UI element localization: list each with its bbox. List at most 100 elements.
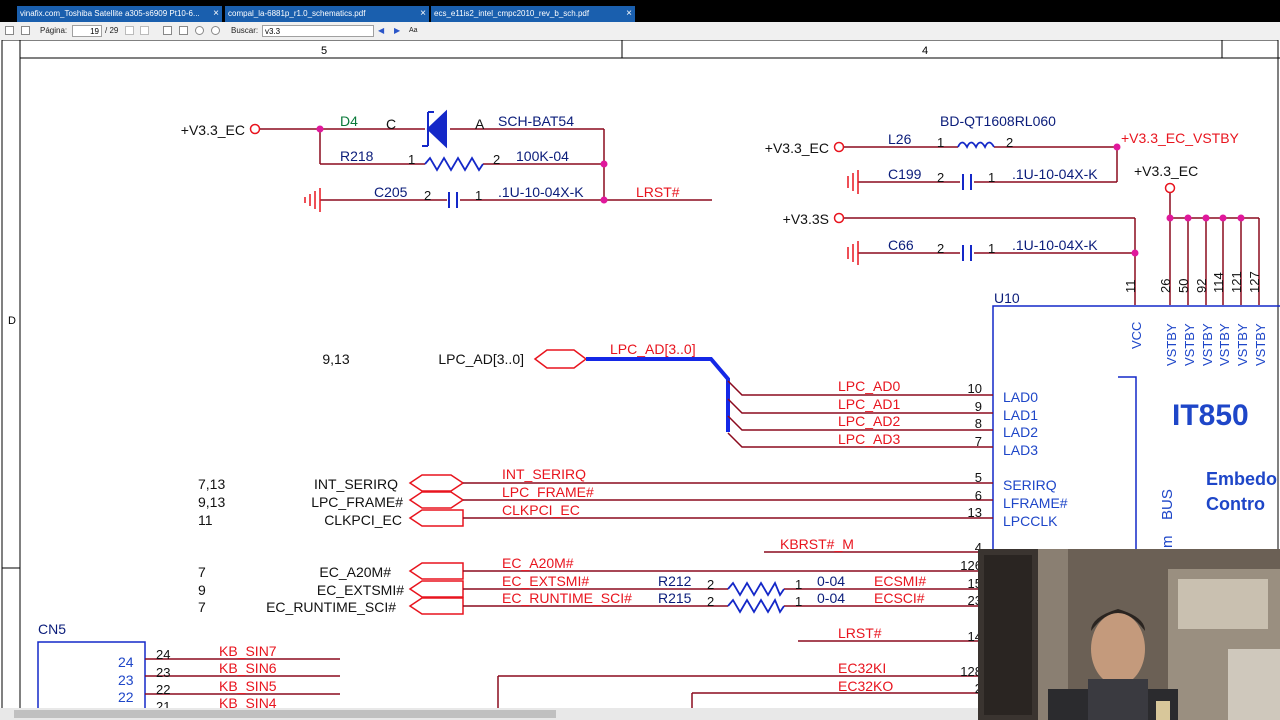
cn5-connector: CN5 24 23 22 21 24 23 22 21 KB_SIN7 KB_S… (37, 621, 340, 720)
tab-ecs-pdf[interactable]: ecs_e11is2_intel_cmpc2010_rev_b_sch.pdf … (431, 6, 635, 22)
sheet-reference: 7 (198, 599, 206, 615)
capacitor-symbol (962, 174, 972, 190)
net-label: LPC_AD3 (838, 431, 900, 447)
capacitor-value: .1U-10-04X-K (1012, 166, 1098, 182)
tab-title: vinafix.com_Toshiba Satellite a305-s6909… (20, 9, 200, 18)
pin-number: 6 (975, 488, 982, 503)
diode-pin-label: C (386, 116, 396, 132)
pin-number: 121 (1229, 271, 1244, 293)
next-page-icon[interactable] (140, 26, 149, 35)
pin-name: VSTBY (1235, 323, 1250, 366)
pin-number: 114 (1211, 272, 1226, 293)
fit-width-icon[interactable] (163, 26, 172, 35)
fit-page-icon[interactable] (179, 26, 188, 35)
net-label: EC32KO (838, 678, 893, 694)
net-label: LPC_AD0 (838, 378, 900, 394)
pin-number: 10 (968, 381, 982, 396)
pin-number: 128 (960, 664, 982, 679)
lpc-control-signals: 7,13 9,13 11 INT_SERIRQ LPC_FRAME# CLKPC… (198, 466, 993, 528)
sheet-reference: 9,13 (322, 351, 349, 367)
pin-number: 4 (975, 540, 982, 555)
net-label: EC_A20M# (502, 555, 574, 571)
schematic-canvas: 5 4 D +V3.3_EC D4 C A (1, 39, 1280, 720)
pin-number: 1 (795, 577, 802, 592)
resistor-designator: R215 (658, 590, 692, 606)
junction-dots (1113, 143, 1245, 257)
net-label: ECSMI# (874, 573, 926, 589)
pin-name: LFRAME# (1003, 495, 1068, 511)
print-icon[interactable] (21, 26, 30, 35)
pin-number: 24 (156, 647, 170, 662)
pin-number: 1 (795, 594, 802, 609)
net-label: ECSCI# (874, 590, 925, 606)
port-label: LPC_AD[3..0] (438, 351, 524, 367)
chip-bus-label: m (1159, 536, 1176, 549)
pin-number: 11 (1123, 280, 1138, 294)
connector-pin-name: 23 (118, 672, 134, 688)
port-label: LPC_FRAME# (311, 494, 403, 510)
chip-description: Contro (1206, 494, 1265, 514)
u10-chip: U10 11 26 50 92 114 121 127 VCC VSTBY VS… (992, 271, 1280, 720)
resistor-value: 100K-04 (516, 148, 569, 164)
connector-pin-name: 22 (118, 689, 134, 705)
capacitor-value: .1U-10-04X-K (498, 184, 584, 200)
pin-number: 1 (475, 188, 482, 203)
zoom-out-icon[interactable] (195, 26, 204, 35)
pin-number: 127 (1247, 271, 1262, 293)
close-icon[interactable]: × (213, 8, 219, 19)
pin-number: 2 (1006, 135, 1013, 150)
tab-toshiba-pdf[interactable]: vinafix.com_Toshiba Satellite a305-s6909… (17, 6, 222, 22)
sheet-reference: 9 (198, 582, 206, 598)
close-icon[interactable]: × (420, 8, 426, 19)
power-port (833, 141, 845, 153)
pin-number: 2 (937, 170, 944, 185)
find-next-icon[interactable]: ▶ (394, 26, 401, 35)
connector-designator: CN5 (38, 621, 66, 637)
webcam-overlay (978, 549, 1280, 720)
net-label: EC32KI (838, 660, 886, 676)
pin-number: 1 (937, 135, 944, 150)
inductor-part-number: BD-QT1608RL060 (940, 113, 1056, 129)
port-symbols (408, 474, 465, 527)
tab-compal-pdf[interactable]: compal_la-6881p_r1.0_schematics.pdf × (225, 6, 429, 22)
chip-designator: U10 (994, 290, 1020, 306)
pin-number: 8 (975, 416, 982, 431)
page-total: / 29 (105, 26, 119, 35)
resistor-symbol (424, 156, 484, 172)
capacitor-symbol (448, 192, 458, 208)
find-previous-icon[interactable]: ◀ (378, 26, 385, 35)
pin-name: LAD3 (1003, 442, 1038, 458)
schematic-page: 5 4 D +V3.3_EC D4 C A (0, 39, 1280, 720)
pin-name: LAD2 (1003, 424, 1038, 440)
pin-name: VSTBY (1182, 323, 1197, 366)
ground-symbol (304, 188, 321, 212)
power-circuit: BD-QT1608RL060 +V3.3_EC L26 1 2 (765, 113, 1260, 305)
pin-number: 23 (156, 665, 170, 680)
tab-title: ecs_e11is2_intel_cmpc2010_rev_b_sch.pdf (434, 9, 590, 18)
save-icon[interactable] (5, 26, 14, 35)
scrollbar-thumb[interactable] (14, 710, 556, 718)
net-label: INT_SERIRQ (502, 466, 586, 482)
power-net-label: +V3.3_EC (181, 122, 245, 138)
zoom-in-icon[interactable] (211, 26, 220, 35)
pin-number: 26 (1158, 279, 1173, 293)
pin-name: VSTBY (1200, 323, 1215, 366)
reset-wires (260, 128, 712, 201)
pin-number: 21 (156, 699, 170, 708)
match-case-icon[interactable]: Aa (409, 27, 418, 34)
search-input[interactable] (262, 25, 374, 37)
previous-page-icon[interactable] (125, 26, 134, 35)
pin-number: 2 (707, 594, 714, 609)
diode-symbol (422, 109, 447, 149)
horizontal-scrollbar[interactable] (0, 708, 1280, 720)
resistor-designator: R218 (340, 148, 374, 164)
resistor-symbol (727, 580, 785, 597)
sheet-reference: 7,13 (198, 476, 225, 492)
net-label: LRST# (838, 625, 882, 641)
close-icon[interactable]: × (626, 8, 632, 19)
capacitor-symbol (962, 245, 972, 261)
net-label: KB_SIN5 (219, 678, 277, 694)
net-label: LPC_AD1 (838, 396, 900, 412)
page-number-input[interactable] (72, 25, 102, 37)
capacitor-designator: C66 (888, 237, 914, 253)
